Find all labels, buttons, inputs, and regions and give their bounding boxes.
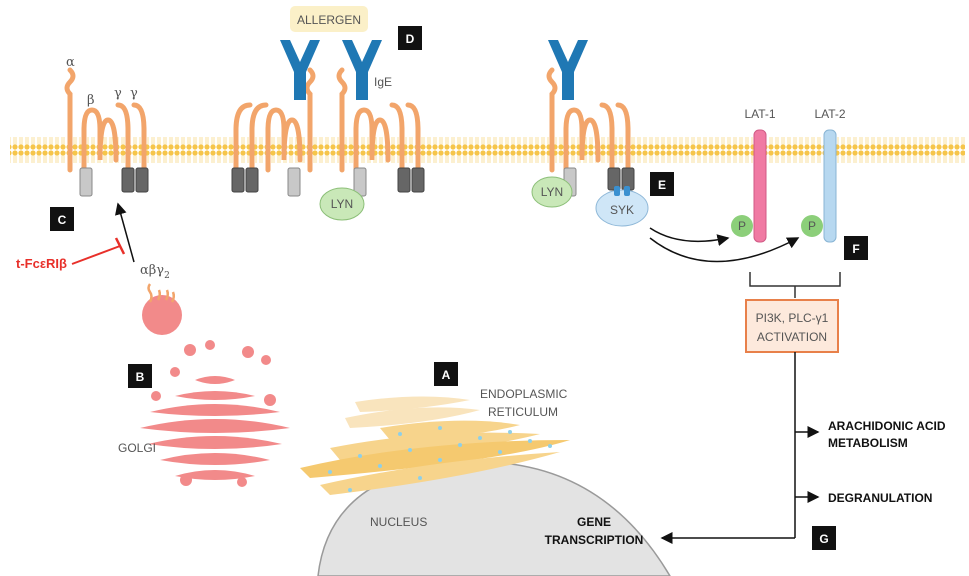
lyn-kinase-d: LYN <box>319 187 365 221</box>
svg-text:A: A <box>442 368 451 382</box>
endoplasmic-reticulum: ENDOPLASMIC RETICULUM <box>300 387 570 495</box>
plasma-membrane <box>10 134 965 164</box>
activation-line2: ACTIVATION <box>757 330 827 344</box>
lat2-label: LAT-2 <box>814 107 845 121</box>
lat-bracket <box>749 272 841 298</box>
arachidonic-label-line2: METABOLISM <box>828 436 908 450</box>
nucleus-label: NUCLEUS <box>370 515 427 529</box>
syk-to-lat1-arrow <box>649 227 730 247</box>
lat2: LAT-2 P <box>801 107 846 243</box>
panel-box-c: C <box>50 207 74 231</box>
activation-box: PI3K, PLC-γ1 ACTIVATION <box>745 299 839 353</box>
lyn-label-d: LYN <box>331 197 353 211</box>
ige-antibody-left <box>280 40 320 100</box>
itam-gamma2-c <box>135 167 149 193</box>
lat2-phospho: P <box>808 219 816 233</box>
panel-box-d: D <box>398 26 422 50</box>
fceri-receptor-d-left <box>233 67 316 173</box>
er-label-line2: RETICULUM <box>488 405 558 419</box>
inhibitor-label: t-FcεRIβ <box>16 256 67 271</box>
svg-text:F: F <box>852 242 859 256</box>
lat1-label: LAT-1 <box>744 107 775 121</box>
syk-kinase: SYK <box>595 186 649 227</box>
activation-line1: PI3K, PLC-γ1 <box>756 311 829 325</box>
svg-text:C: C <box>58 213 67 227</box>
itam-beta-c <box>79 167 93 197</box>
trafficking-arrow <box>115 202 135 263</box>
lyn-label-e: LYN <box>541 185 563 199</box>
gamma2-label: γ <box>130 86 138 101</box>
syk-label: SYK <box>610 203 634 217</box>
svg-text:E: E <box>658 178 666 192</box>
svg-text:G: G <box>819 532 828 546</box>
gene-label-line2: TRANSCRIPTION <box>545 533 644 547</box>
svg-text:B: B <box>136 370 145 384</box>
panel-box-f: F <box>844 236 868 260</box>
ige-antibody-right <box>342 40 382 100</box>
gene-label-line1: GENE <box>577 515 611 529</box>
panel-box-e: E <box>650 172 674 196</box>
itam-d-left-3 <box>287 167 301 197</box>
golgi: GOLGI <box>118 340 290 487</box>
ige-label: IgE <box>374 75 392 89</box>
lyn-kinase-e: LYN <box>531 176 573 208</box>
itam-d-left-2 <box>245 167 259 193</box>
panel-box-b: B <box>128 364 152 388</box>
itam-d-left-1 <box>231 167 245 193</box>
inhibitor: t-FcεRIβ <box>16 237 126 271</box>
arachidonic-label-line1: ARACHIDONIC ACID <box>828 419 946 433</box>
fceri-receptor-d-right <box>336 67 421 173</box>
er-label-line1: ENDOPLASMIC <box>480 387 568 401</box>
ige-antibody-e <box>548 40 588 100</box>
syk-to-lat2-arrow <box>649 237 800 263</box>
allergen: ALLERGEN <box>290 6 368 32</box>
lat1: LAT-1 P <box>731 107 776 243</box>
itam-gamma1-c <box>121 167 135 193</box>
receptor-vesicle: αβγ2 <box>140 263 182 335</box>
fceri-receptor-c <box>64 67 147 173</box>
itam-d-right-3 <box>411 167 425 193</box>
alpha-label: α <box>66 55 75 70</box>
lat1-phospho: P <box>738 219 746 233</box>
degranulation-label: DEGRANULATION <box>828 491 932 505</box>
complex-label: αβγ2 <box>140 263 170 281</box>
svg-text:D: D <box>406 32 415 46</box>
allergen-label: ALLERGEN <box>297 13 361 27</box>
panel-box-a: A <box>434 362 458 386</box>
panel-box-g: G <box>812 526 836 550</box>
beta-label: β <box>87 93 95 108</box>
golgi-label: GOLGI <box>118 441 156 455</box>
itam-d-right-2 <box>397 167 411 193</box>
fceri-receptor-e <box>546 67 631 173</box>
gamma1-label: γ <box>114 86 122 101</box>
